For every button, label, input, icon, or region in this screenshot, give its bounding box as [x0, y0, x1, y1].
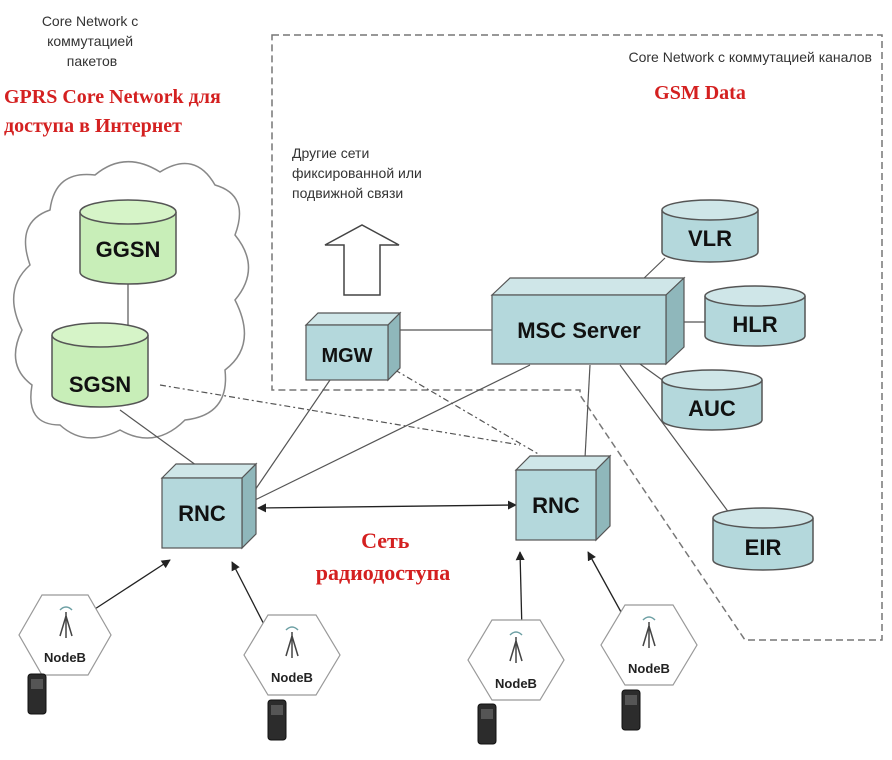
nodeb-3[interactable]: NodeB	[467, 619, 565, 745]
packet-core-line-2: коммутацией	[47, 33, 133, 49]
mobile-phone-icon	[267, 699, 287, 741]
arrow-rnc-rnc	[257, 500, 517, 513]
msc-server-node[interactable]: MSC Server	[490, 276, 686, 366]
sgsn-node[interactable]: SGSN	[51, 322, 149, 408]
up-arrow-icon	[324, 224, 400, 296]
radio-access-line-1: Сеть	[361, 528, 410, 553]
radio-access-line-2: радиодоступа	[316, 560, 451, 585]
gprs-title-line-1: GPRS Core Network для	[4, 86, 221, 108]
rnc-right-node[interactable]: RNC	[514, 454, 612, 542]
arrow-rnc-right-nodeb-3	[515, 551, 527, 633]
nodeb-4[interactable]: NodeB	[600, 604, 698, 731]
link-msc-eir	[619, 364, 739, 526]
packet-core-label: Core Network с коммутацией пакетов	[42, 13, 142, 69]
nodeb-label: NodeB	[495, 676, 537, 691]
auc-node[interactable]: AUC	[661, 369, 763, 431]
gprs-title: GPRS Core Network для доступа в Интернет	[4, 86, 226, 137]
other-networks-line-2: фиксированной или	[292, 165, 422, 181]
circuit-core-label: Core Network с коммутацией каналов	[629, 49, 873, 65]
nodeb-label: NodeB	[44, 650, 86, 665]
antenna-icon	[59, 606, 73, 638]
other-networks-line-3: подвижной связи	[292, 185, 403, 201]
link-msc-rnc-right	[584, 364, 591, 459]
link-sgsn-rnc-left	[119, 409, 201, 469]
sgsn-label: SGSN	[69, 372, 131, 397]
antenna-icon	[642, 616, 656, 648]
mgw-label: MGW	[321, 345, 372, 367]
vlr-label: VLR	[688, 226, 732, 251]
link-mgw-rnc-right	[394, 369, 541, 456]
nodeb-label: NodeB	[271, 670, 313, 685]
gsm-title: GSM Data	[654, 82, 746, 104]
radio-access-label: Сеть радиодоступа	[316, 528, 451, 585]
packet-core-line-1: Core Network с	[42, 13, 138, 29]
eir-node[interactable]: EIR	[712, 507, 814, 571]
hlr-node[interactable]: HLR	[704, 285, 806, 347]
rnc-left-label: RNC	[178, 501, 226, 526]
connections	[119, 257, 739, 526]
gprs-title-line-2: доступа в Интернет	[4, 115, 182, 137]
mobile-phone-icon	[477, 703, 497, 745]
hlr-label: HLR	[732, 312, 777, 337]
ggsn-label: GGSN	[96, 237, 161, 262]
other-networks-line-1: Другие сети	[292, 145, 369, 161]
eir-label: EIR	[745, 535, 782, 560]
antenna-icon	[285, 626, 299, 658]
rnc-right-label: RNC	[532, 493, 580, 518]
nodeb-label: NodeB	[628, 661, 670, 676]
antenna-icon	[509, 631, 523, 663]
nodeb-1[interactable]: NodeB	[18, 594, 112, 715]
nodeb-2[interactable]: NodeB	[243, 614, 341, 741]
ggsn-node[interactable]: GGSN	[79, 199, 177, 285]
link-mgw-rnc-left	[254, 379, 331, 491]
link-msc-auc	[639, 363, 666, 383]
link-sgsn-rnc-right	[159, 384, 521, 446]
rnc-left-node[interactable]: RNC	[160, 462, 258, 550]
vlr-node[interactable]: VLR	[661, 199, 759, 263]
other-networks-label: Другие сети фиксированной или подвижной …	[292, 145, 426, 201]
auc-label: AUC	[688, 396, 736, 421]
msc-server-label: MSC Server	[517, 318, 641, 343]
packet-core-line-3: пакетов	[67, 53, 117, 69]
mgw-node[interactable]: MGW	[304, 311, 402, 382]
mobile-phone-icon	[621, 689, 641, 731]
mobile-phone-icon	[27, 673, 47, 715]
link-msc-rnc-left	[254, 364, 531, 501]
